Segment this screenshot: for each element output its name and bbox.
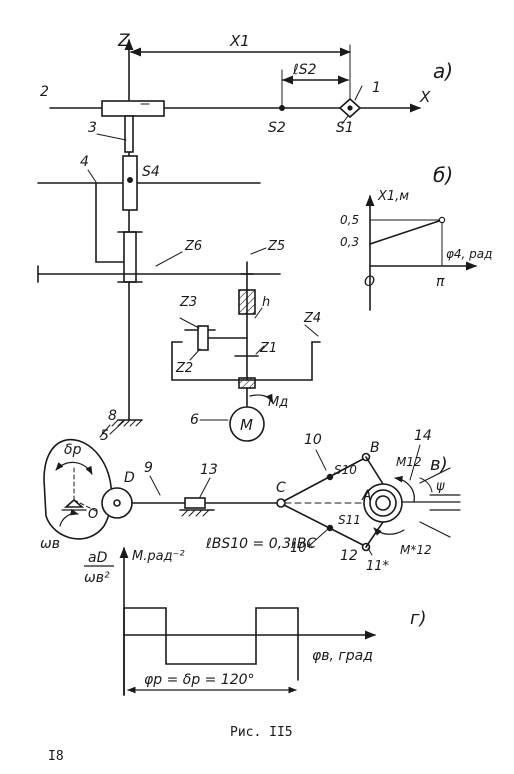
psi-label: ψ [436,479,445,494]
gear-z2-label: Z2 [175,361,193,376]
part-v-marker: в) [430,454,448,475]
gear-z5-body [238,289,256,315]
gear-z1-label: Z1 [259,341,277,356]
diagram-part-a [37,38,422,442]
frame-4 [95,182,124,263]
s2-point [278,105,285,112]
point-o-label: O [88,507,98,522]
graph-b-origin: O [364,274,375,290]
s1-point [347,105,353,111]
graph-g-y-label-numerator: aD [88,550,108,566]
part-14-number: 14 [414,428,432,444]
part-2-number: 2 [40,84,49,100]
part-g-marker: г) [410,608,426,629]
diagram-part-v [43,424,461,556]
axis-z-label: Z [117,31,130,51]
part-b-marker: б) [433,163,453,187]
part-5-number: 5 [100,428,109,444]
part-3-number: 3 [88,120,97,136]
carrier-h-label: h [262,295,270,310]
point-d-label: D [124,470,135,486]
graph-b-tick-05: 0,5 [340,213,359,227]
part-1-number: 1 [372,80,381,96]
omega-label: ωв [40,536,60,552]
point-a-label: A [361,488,372,504]
diagram-part-b [365,194,478,311]
graph-g-y-label-denominator: ωв² [84,570,110,586]
graph-g-acceleration-curve [123,607,299,681]
part-6-number: 6 [190,412,199,428]
graph-g-y-units: М.рад⁻² [132,549,185,564]
gear-z5-label: Z5 [267,239,285,254]
graph-g-x-label: φв, град [312,648,373,664]
graph-b-point [438,216,446,224]
part-8-number: 8 [108,408,117,424]
gear-z3-body [197,325,209,351]
part-4-number: 4 [80,154,89,170]
link-10 [283,458,364,502]
point-b-label: B [370,440,380,456]
part-10-star-number: 10* [290,541,314,556]
graph-g-span-label: φр = δр = 120° [144,672,255,688]
m12-star-label: M*12 [400,543,432,557]
graph-b-tick-03: 0,3 [340,235,359,249]
delta-p-label: δр [64,442,82,458]
s10-label: S10 [334,463,357,477]
gear-z6-label: Z6 [184,239,202,254]
gear-z4-label: Z4 [303,311,321,326]
dim-ls2-label: ℓS2 [292,62,317,78]
axis-x-label: X [419,88,431,106]
graph-b-line [369,219,443,245]
graph-b-y-label: X1,м [377,189,409,204]
m12-label: M12 [396,455,422,469]
dim-x1-label: X1 [229,32,250,50]
graph-b-x-label: φ4, рад [446,247,492,261]
figure-caption: Рис. II5 [230,725,293,740]
motor-circle [229,406,265,442]
part-12-number: 12 [340,548,358,564]
s2-label: S2 [268,120,286,136]
graph-b-series [369,216,446,245]
rod-slider-block [101,100,165,117]
motor-label: M [240,416,253,434]
part-11-star-number: 11* [366,559,390,574]
part-a-marker: а) [433,59,453,83]
s11-label: S11 [338,513,361,527]
joint-c [276,498,286,508]
length-formula: ℓВS10 = 0,3ℓВС [205,536,316,552]
link-12 [283,504,364,546]
part-9-number: 9 [144,460,153,476]
diagram-part-g [119,546,377,696]
s1-label: S1 [336,120,354,136]
part-10-number: 10 [304,432,322,448]
graph-b-pi-tick: π [436,274,445,290]
gear-z3-label: Z3 [179,295,197,310]
motor-moment-label: Mд [268,395,288,410]
point-c-label: C [276,480,286,496]
s4-label: S4 [142,164,160,180]
part-13-number: 13 [200,462,218,478]
page-number: I8 [48,749,64,764]
